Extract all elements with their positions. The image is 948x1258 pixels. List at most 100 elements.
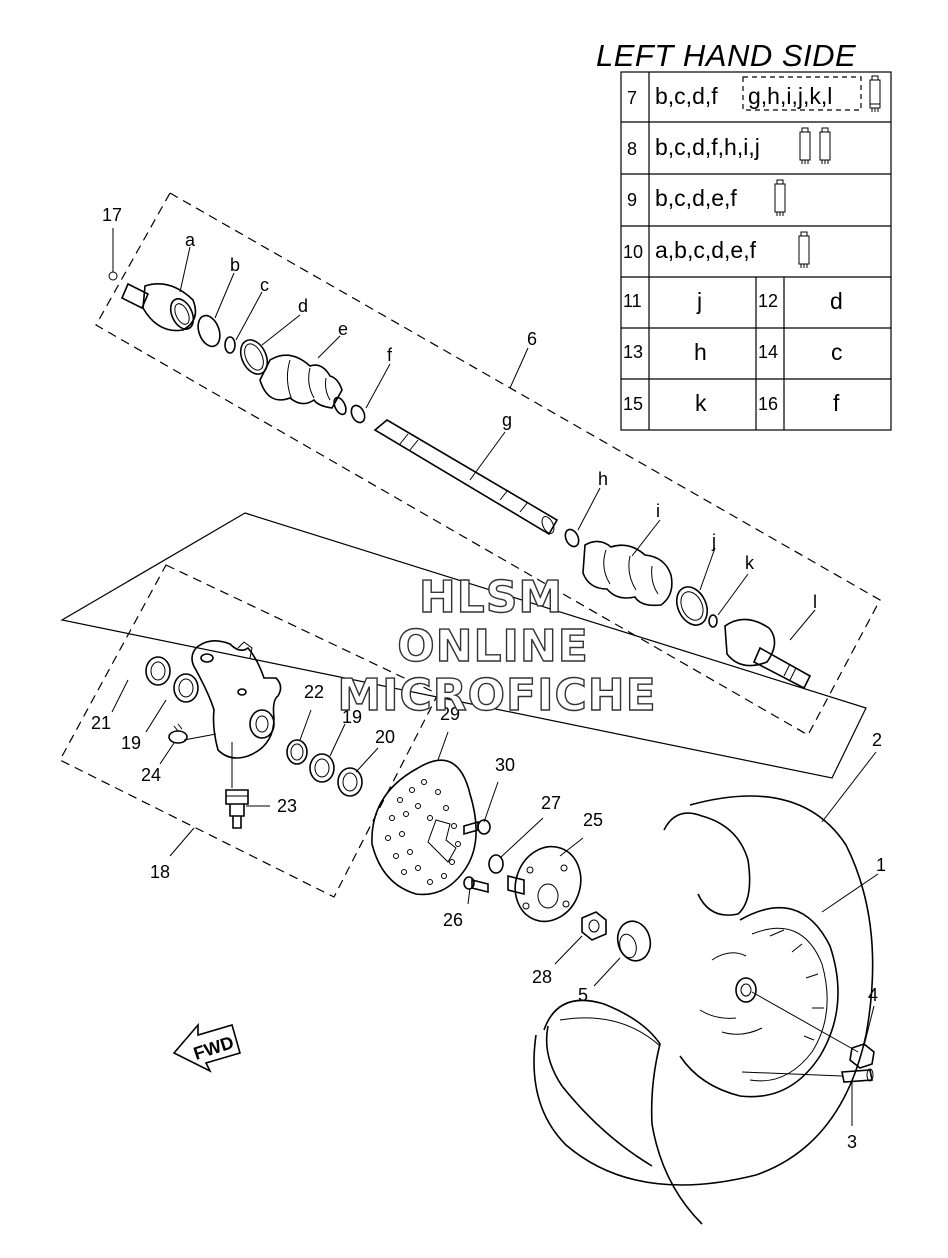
axle-nut [581, 911, 607, 941]
boot-band-inner-large [675, 586, 709, 626]
label-e: e [338, 319, 348, 339]
ball-joint [225, 789, 249, 829]
kit-row-8-num: 8 [627, 139, 637, 159]
oil-seal [145, 656, 171, 686]
label-k: k [745, 553, 755, 573]
label-b: b [230, 255, 240, 275]
fwd-label: FWD [191, 1032, 236, 1064]
grease-tube-icon [798, 231, 810, 268]
kit-pair-13-num: 13 [623, 342, 643, 362]
label-h: h [598, 469, 608, 489]
wheel-rim [663, 812, 839, 1098]
bearing-left [173, 673, 199, 703]
brake-disc [371, 759, 477, 896]
boot-band-small [350, 404, 366, 424]
kit-row-8-parts: b,c,d,f,h,i,j [655, 134, 760, 160]
kit-row-10-parts: a,b,c,d,e,f [655, 237, 757, 263]
cv-boot-outer [259, 354, 347, 416]
label-g: g [502, 410, 512, 430]
callout-19-left: 19 [121, 733, 141, 753]
callout-4: 4 [868, 985, 878, 1005]
callout-2: 2 [872, 730, 882, 750]
grease-tube-icon [869, 75, 881, 112]
hub-group-outline [60, 512, 867, 779]
callout-19-right: 19 [342, 707, 362, 727]
diagram-title: LEFT HAND SIDE [596, 38, 857, 73]
grease-tube-icon [819, 127, 831, 164]
callout-18: 18 [150, 862, 170, 882]
callout-21: 21 [91, 713, 111, 733]
oil-seal-right [286, 739, 308, 765]
bearing-right [309, 753, 335, 783]
wheel-assembly [533, 751, 879, 1225]
drive-shaft-assembly [95, 192, 881, 736]
callout-3: 3 [847, 1132, 857, 1152]
kit-pair-16-num: 16 [758, 394, 778, 414]
callout-17: 17 [102, 205, 122, 225]
kit-pair-12-val: d [830, 288, 843, 314]
hub-stud [463, 876, 489, 894]
kit-table: 7 b,c,d,f g,h,i,j,k,l 8 b,c,d,f,h,i,j 9 … [620, 71, 892, 431]
callout-27: 27 [541, 793, 561, 813]
disc-bolt [463, 819, 491, 836]
boot-band-large [239, 339, 269, 375]
oil-seal-outer [337, 767, 363, 797]
callout-25: 25 [583, 810, 603, 830]
callout-23: 23 [277, 796, 297, 816]
callout-22: 22 [304, 682, 324, 702]
callout-20: 20 [375, 727, 395, 747]
label-f: f [387, 345, 393, 365]
grease-tube-icon [774, 179, 786, 216]
circlip-small [168, 723, 188, 744]
cv-joint-outer [120, 282, 197, 332]
kit-row-7-boxed-frame [742, 76, 862, 111]
forward-direction-arrow: FWD [172, 1022, 241, 1073]
label-i: i [656, 501, 660, 521]
cv-boot-inner [582, 540, 673, 607]
callout-24: 24 [141, 765, 161, 785]
kit-pair-14-num: 14 [758, 342, 778, 362]
drive-shaft [373, 419, 559, 536]
kit-row-7-parts: b,c,d,f [655, 83, 718, 109]
cv-joint-inner [724, 618, 812, 690]
label-a: a [185, 230, 196, 250]
tire-valve [841, 1068, 874, 1083]
kit-row-9-num: 9 [627, 190, 637, 210]
kit-pair-13-val: h [694, 339, 707, 365]
wheel-hub [507, 845, 582, 923]
wheel-nut [849, 1043, 875, 1069]
kit-pair-16-val: f [833, 390, 840, 416]
drive-shaft-group-outline [95, 192, 881, 736]
kit-pair-15-val: k [695, 390, 707, 416]
label-d: d [298, 296, 308, 316]
watermark: HLSM ONLINE MICROFICHE [337, 571, 657, 721]
kit-row-9-parts: b,c,d,e,f [655, 185, 737, 211]
callout-6: 6 [527, 329, 537, 349]
callout-28: 28 [532, 967, 552, 987]
kit-pair-15-num: 15 [623, 394, 643, 414]
brake-and-hub [371, 731, 652, 987]
knuckle-group-outline [59, 564, 439, 898]
steering-knuckle [191, 640, 282, 759]
kit-pair-11-num: 11 [623, 291, 642, 311]
label-l: l [813, 592, 817, 612]
disc-holes [385, 779, 461, 885]
callout-30: 30 [495, 755, 515, 775]
circlip [197, 314, 221, 348]
letter-labels: a b c d e f g h i j k l [185, 230, 817, 612]
callout-26: 26 [443, 910, 463, 930]
callout-29: 29 [440, 704, 460, 724]
hub-cap [616, 920, 652, 962]
callout-numbers: 17 6 2 1 4 3 5 28 25 26 27 30 29 18 21 1… [91, 205, 886, 1152]
callout-1: 1 [876, 855, 886, 875]
o-ring [488, 854, 504, 874]
watermark-line-3: MICROFICHE [337, 670, 656, 721]
kit-pair-12-num: 12 [758, 291, 778, 311]
callout-5: 5 [578, 985, 588, 1005]
label-j: j [711, 531, 716, 551]
grease-tube-icon [799, 127, 811, 164]
kit-pair-11-val: j [696, 288, 702, 314]
kit-row-7-boxed-parts: g,h,i,j,k,l [748, 83, 832, 109]
